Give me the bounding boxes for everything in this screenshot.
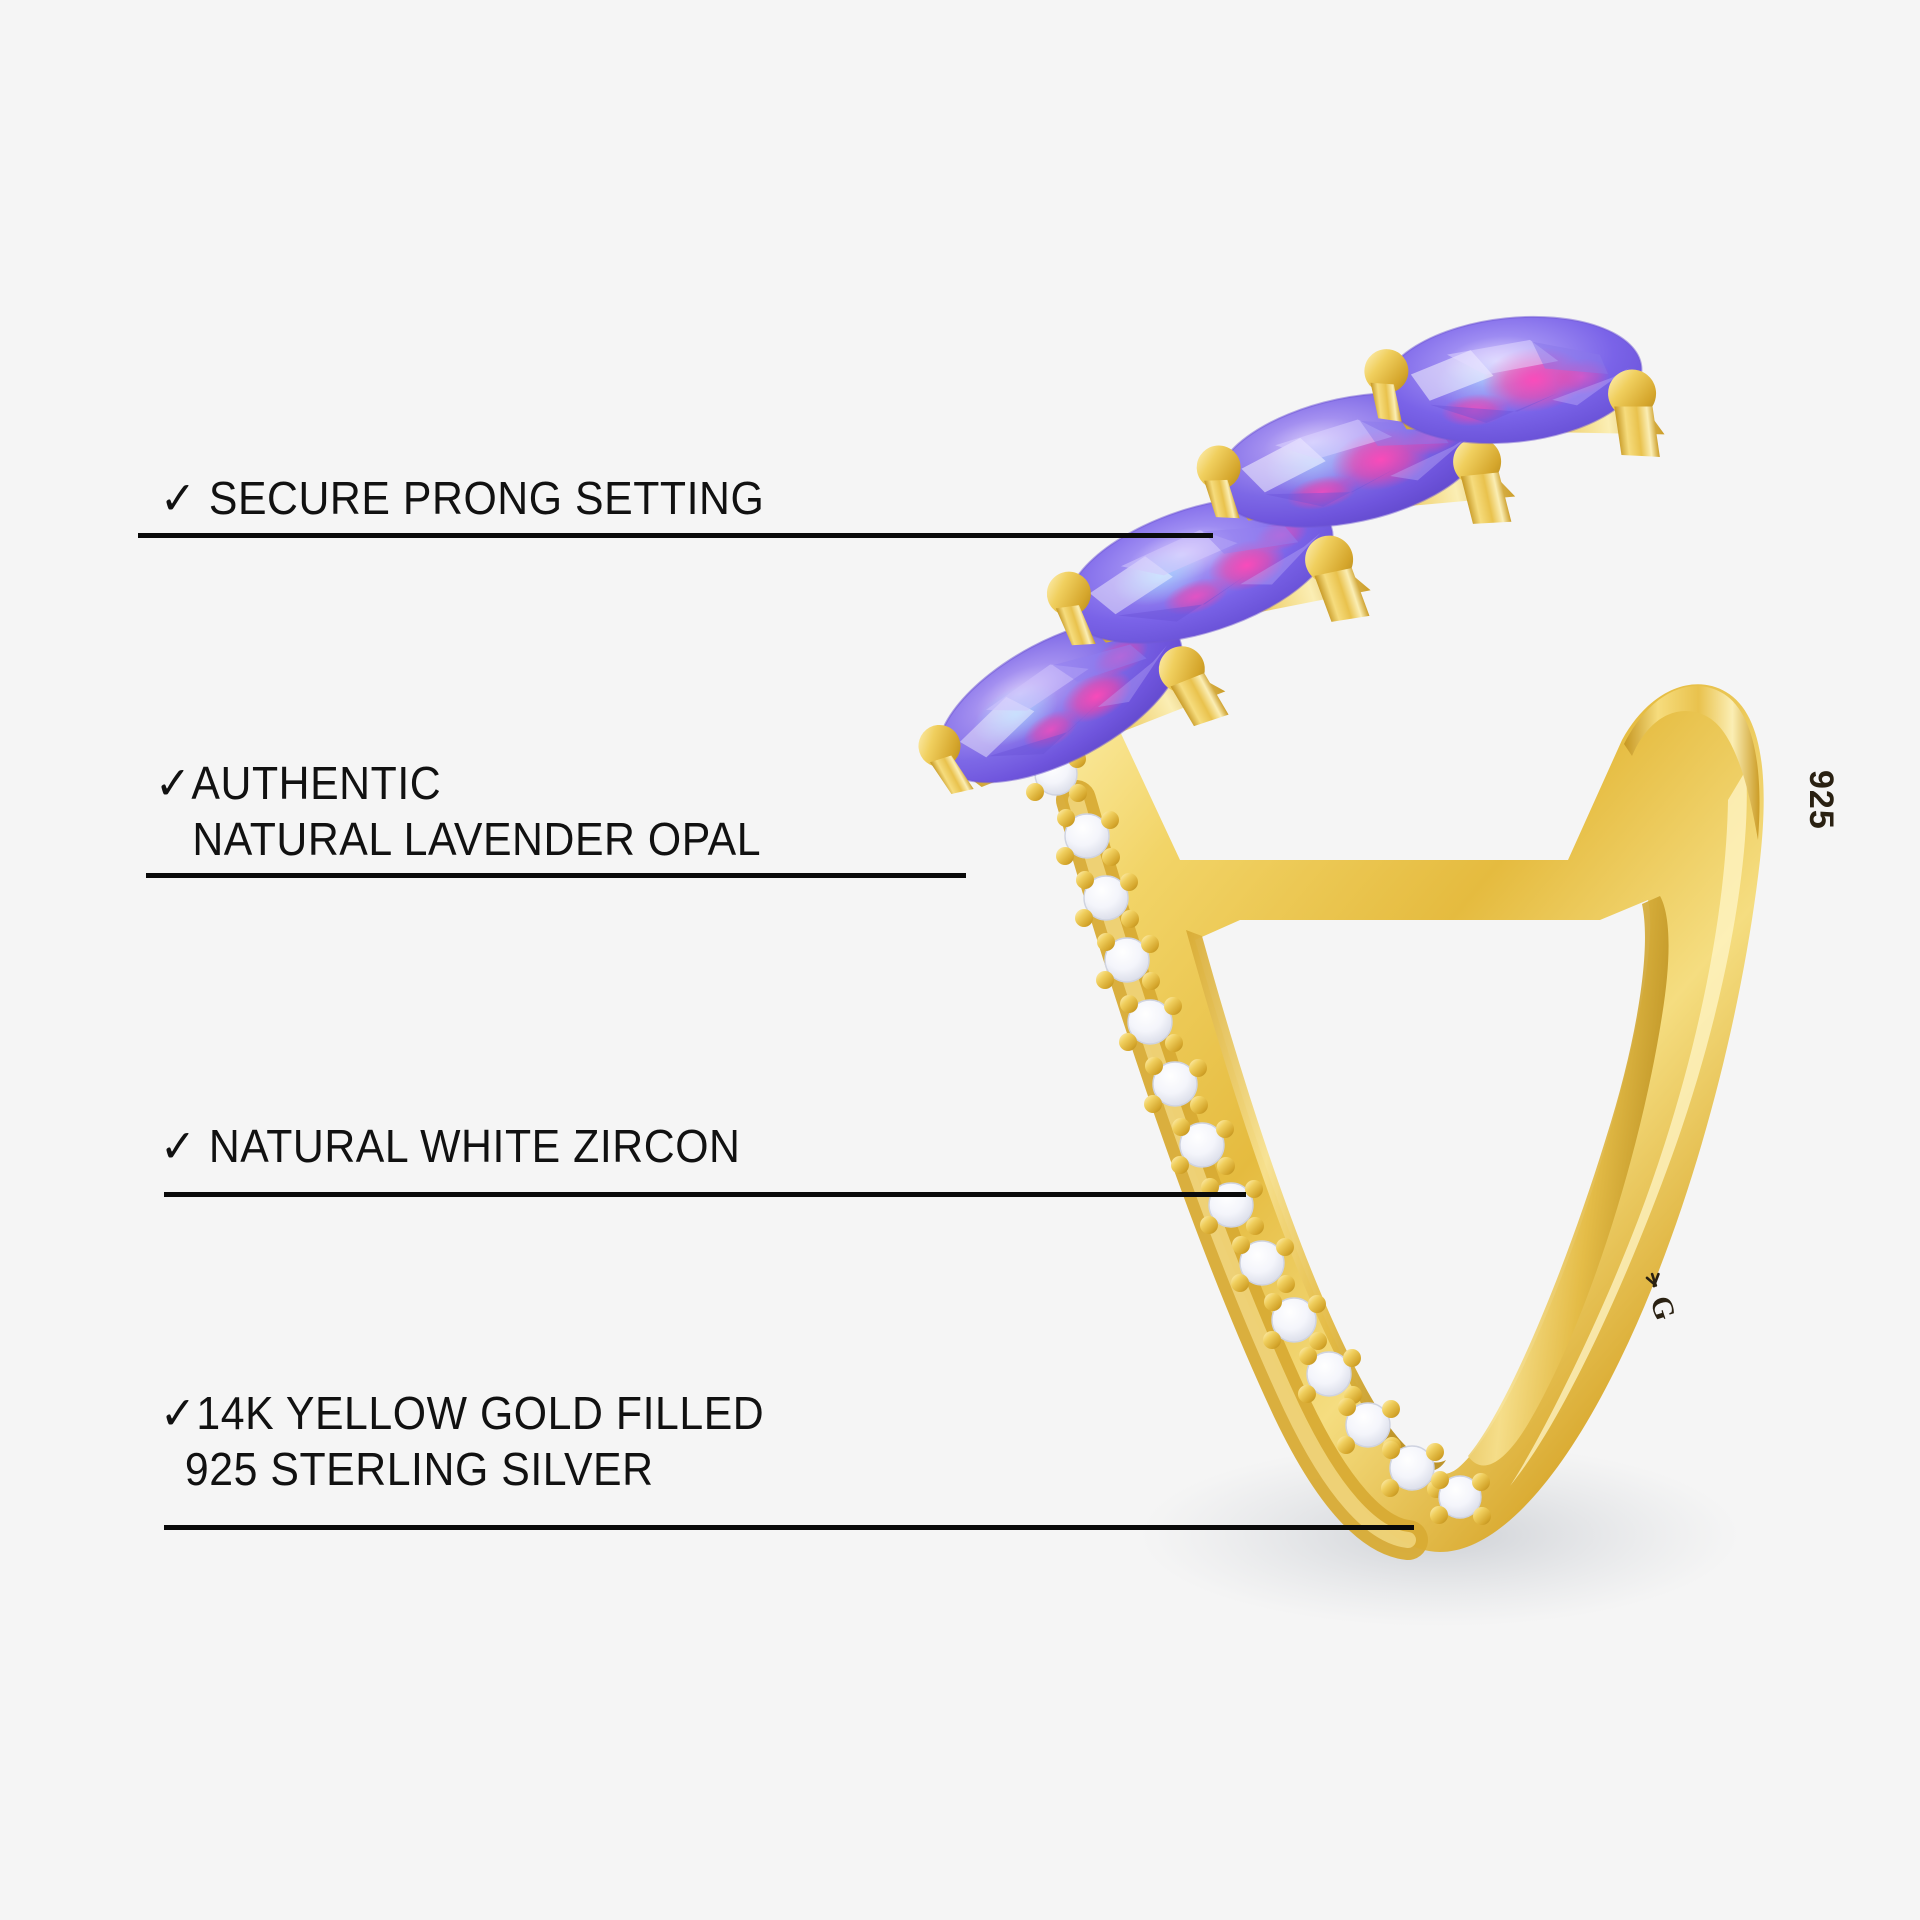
zircon-stone	[1144, 1057, 1208, 1114]
callout-label-1: ✓ SECURE PRONG SETTING	[160, 472, 765, 524]
product-image-ring: 925 G	[880, 300, 1920, 1700]
callout-label-2: ✓AUTHENTIC NATURAL LAVENDER OPAL	[155, 757, 762, 866]
zircon-stone	[1171, 1118, 1235, 1175]
callout-rule-3	[164, 1192, 1246, 1197]
prong	[1364, 349, 1409, 422]
callout-natural-white-zircon: ✓ NATURAL WHITE ZIRCON	[160, 1118, 784, 1174]
callout-label-4: ✓14K YELLOW GOLD FILLED 925 STERLING SIL…	[160, 1387, 765, 1496]
zircon-stone	[1056, 809, 1120, 866]
zircon-stone	[1119, 995, 1183, 1052]
prong	[918, 724, 974, 794]
prong	[1158, 646, 1229, 727]
callout-label-3: ✓ NATURAL WHITE ZIRCON	[160, 1120, 741, 1172]
prong	[1608, 369, 1660, 457]
pave-zircon-row	[1026, 748, 1491, 1560]
zircon-stone	[1096, 933, 1160, 990]
zircon-stone	[1231, 1236, 1295, 1293]
zircon-stone	[1075, 871, 1139, 928]
marquise-opal-1	[1364, 315, 1665, 457]
ring-inner-rim-right	[1468, 896, 1669, 1466]
purity-stamp: 925	[1802, 770, 1840, 830]
callout-secure-prong-setting: ✓ SECURE PRONG SETTING	[160, 470, 810, 526]
prong	[1046, 571, 1096, 646]
callout-rule-1	[138, 533, 1213, 538]
zircon-stone	[1430, 1471, 1491, 1525]
svg-text:925: 925	[1802, 770, 1840, 830]
callout-rule-4	[164, 1525, 1414, 1530]
ring-inner-rim	[1186, 930, 1446, 1472]
zircon-stone	[1263, 1293, 1327, 1350]
prong	[1196, 445, 1241, 519]
prong	[1453, 437, 1512, 524]
callout-authentic-natural-lavender-opal: ✓AUTHENTIC NATURAL LAVENDER OPAL	[155, 755, 807, 867]
prong	[1305, 535, 1370, 622]
svg-text:G: G	[1643, 1292, 1682, 1324]
band-top-right-arc	[1624, 686, 1760, 840]
callout-14k-yellow-gold-filled: ✓14K YELLOW GOLD FILLED 925 STERLING SIL…	[160, 1385, 810, 1497]
callout-rule-2	[146, 873, 966, 878]
